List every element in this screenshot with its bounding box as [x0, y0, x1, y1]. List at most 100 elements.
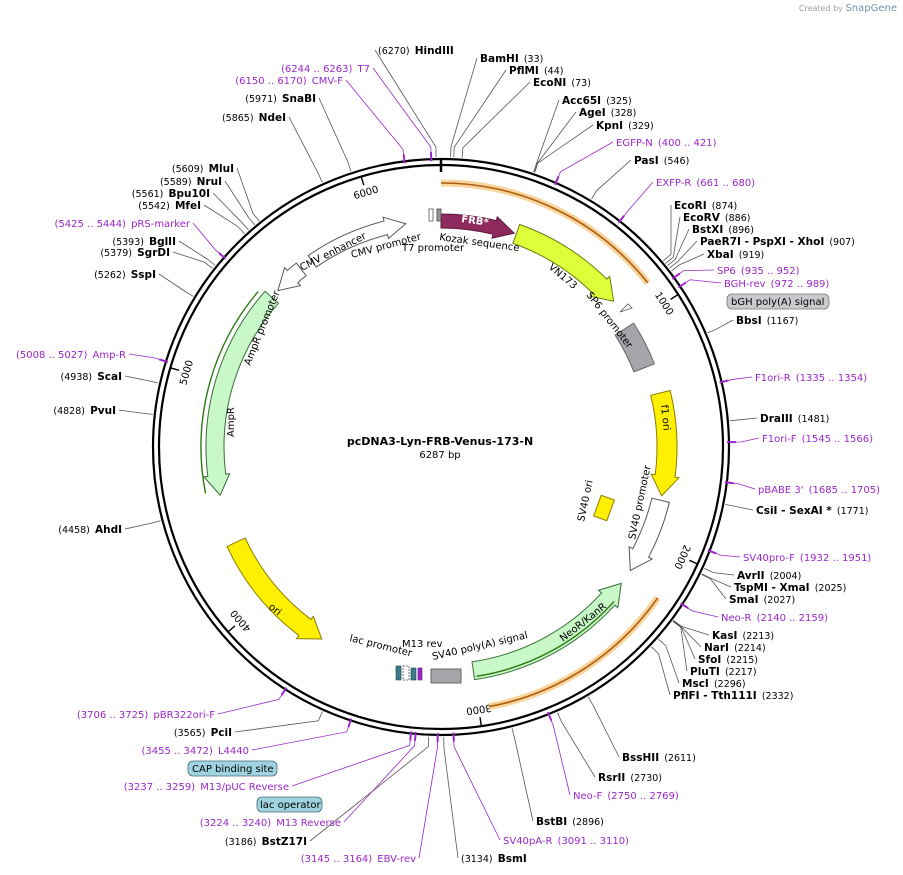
sv40-polya-block[interactable] [430, 668, 462, 684]
primer-label-6[interactable]: F1ori-R (1335 .. 1354) [755, 366, 867, 385]
primer-name: BGH-rev [724, 279, 766, 290]
enzyme-label-21[interactable]: SfoI (2215) [698, 648, 758, 667]
f1-ori-arrow[interactable] [650, 389, 681, 497]
primer-label-14[interactable]: (3224 .. 3240) M13 Reverse [200, 811, 341, 830]
enzyme-label-14[interactable]: DraIII (1481) [760, 407, 829, 426]
ampr-arrow[interactable] [202, 290, 280, 497]
t7-promoter-mark[interactable] [428, 208, 434, 222]
primer-label-11[interactable]: Neo-F (2750 .. 2769) [573, 784, 679, 803]
primer-name: T7 [357, 64, 370, 75]
ori-arrow[interactable] [226, 537, 323, 640]
enzyme-name: PflFI - Tth111I [673, 690, 757, 702]
enzyme-label-32[interactable]: (4828) PvuI [53, 399, 116, 418]
enzyme-label-28[interactable]: (3134) BsmI [461, 847, 527, 866]
enzyme-label-20[interactable]: NarI (2214) [704, 636, 766, 655]
primer-label-12[interactable]: SV40pA-R (3091 .. 3110) [503, 829, 629, 848]
primer-label-1[interactable]: (6150 .. 6170) CMV-F [235, 69, 343, 88]
enzyme-label-41[interactable]: (5865) NdeI [222, 106, 286, 125]
primer-label-2[interactable]: EGFP-N (400 .. 421) [616, 131, 717, 150]
enzyme-label-8[interactable]: EcoRI (874) [674, 194, 737, 213]
m13-rev-mark[interactable] [417, 667, 423, 681]
lac-operator-mark[interactable] [410, 667, 417, 681]
primer-label-8[interactable]: pBABE 3' (1685 .. 1705) [758, 478, 880, 497]
cap-site-mark[interactable] [395, 665, 402, 681]
primer-label-3[interactable]: EXFP-R (661 .. 680) [656, 171, 755, 190]
enzyme-position: (44) [544, 66, 564, 77]
enzyme-label-2[interactable]: PflMI (44) [509, 59, 563, 78]
enzyme-label-40[interactable]: (5609) MluI [172, 157, 234, 176]
primer-binding-mark-10 [680, 602, 689, 609]
frb-arrow[interactable] [440, 213, 516, 239]
lac-promoter-mark[interactable] [402, 665, 410, 681]
lac-operator-box[interactable]: lac operator [256, 796, 323, 813]
bgh-polya-block[interactable] [614, 322, 656, 373]
enzyme-label-15[interactable]: CsiI - SexAI * (1771) [756, 499, 868, 518]
enzyme-label-26[interactable]: RsrII (2730) [598, 766, 662, 785]
enzyme-label-31[interactable]: (4458) AhdI [58, 518, 122, 537]
primer-label-19[interactable]: (5425 .. 5444) pRS-marker [55, 212, 191, 231]
enzyme-label-27[interactable]: BstBI (2896) [536, 810, 604, 829]
enzyme-name: AgeI [579, 107, 606, 119]
enzyme-position: (2214) [734, 643, 766, 654]
kozak-mark[interactable] [436, 208, 442, 222]
sv40-ori-block[interactable] [593, 494, 615, 522]
primer-leader-14 [343, 735, 416, 823]
enzyme-label-24[interactable]: PflFI - Tth111I (2332) [673, 684, 793, 703]
enzyme-label-37[interactable]: (5542) MfeI [138, 194, 201, 213]
enzyme-label-11[interactable]: PaeR7I - PspXI - XhoI (907) [700, 230, 855, 249]
primer-label-16[interactable]: (3455 .. 3472) L4440 [141, 739, 249, 758]
primer-binding-mark-5 [677, 281, 687, 289]
enzyme-label-7[interactable]: PasI (546) [634, 149, 689, 168]
neor-arrow[interactable] [471, 582, 622, 681]
enzyme-label-22[interactable]: PluTI (2217) [690, 660, 757, 679]
enzyme-label-3[interactable]: EcoNI (73) [533, 71, 591, 90]
bgh-box[interactable]: bGH poly(A) signal [726, 293, 830, 310]
enzyme-name: NarI [704, 642, 729, 654]
cap-box[interactable]: CAP binding site [187, 760, 278, 777]
enzyme-label-34[interactable]: (5262) SspI [94, 263, 156, 282]
enzyme-label-1[interactable]: BamHI (33) [480, 47, 543, 66]
primer-label-9[interactable]: SV40pro-F (1932 .. 1951) [743, 546, 871, 565]
enzyme-name: PflMI [509, 65, 539, 77]
primer-label-0[interactable]: (6244 .. 6263) T7 [281, 57, 370, 76]
ampr-promoter-arrow[interactable] [277, 262, 307, 292]
enzyme-label-39[interactable]: (5589) NruI [160, 170, 222, 189]
primer-label-13[interactable]: (3145 .. 3164) EBV-rev [301, 847, 416, 866]
primer-label-15[interactable]: (3237 .. 3259) M13/pUC Reverse [124, 775, 289, 794]
enzyme-label-38[interactable]: (5561) Bpu10I [132, 182, 210, 201]
enzyme-label-0[interactable]: (6270) HindIII [378, 39, 454, 58]
enzyme-label-18[interactable]: SmaI (2027) [729, 588, 795, 607]
enzyme-label-35[interactable]: (5379) SgrDI [100, 241, 170, 260]
primer-label-10[interactable]: Neo-R (2140 .. 2159) [721, 606, 828, 625]
cmv-enhancer-arrow[interactable] [307, 216, 407, 268]
sp6-promoter-mark[interactable] [619, 303, 633, 313]
enzyme-label-19[interactable]: KasI (2213) [712, 624, 774, 643]
enzyme-label-17[interactable]: TspMI - XmaI (2025) [734, 576, 846, 595]
primer-label-5[interactable]: BGH-rev (972 .. 989) [724, 272, 829, 291]
primer-label-17[interactable]: (3706 .. 3725) pBR322ori-F [77, 703, 215, 722]
primer-label-7[interactable]: F1ori-F (1545 .. 1566) [762, 427, 873, 446]
enzyme-label-25[interactable]: BssHII (2611) [622, 746, 696, 765]
enzyme-leader-3 [461, 81, 531, 158]
enzyme-label-29[interactable]: (3186) BstZ17I [225, 830, 307, 849]
sv40-promoter-arrow[interactable] [628, 497, 670, 572]
enzyme-label-42[interactable]: (5971) SnaBI [245, 87, 316, 106]
enzyme-label-9[interactable]: EcoRV (886) [683, 206, 750, 225]
enzyme-name: BstXI [692, 224, 723, 236]
enzyme-label-5[interactable]: AgeI (328) [579, 101, 636, 120]
enzyme-label-33[interactable]: (4938) ScaI [61, 365, 122, 384]
enzyme-label-23[interactable]: MscI (2296) [682, 672, 746, 691]
enzyme-label-16[interactable]: AvrII (2004) [737, 564, 801, 583]
enzyme-label-36[interactable]: (5393) BglII [112, 230, 176, 249]
enzyme-leader-17 [701, 573, 732, 588]
enzyme-label-30[interactable]: (3565) PciI [174, 721, 232, 740]
primer-label-18[interactable]: (5008 .. 5027) Amp-R [16, 343, 126, 362]
primer-label-4[interactable]: SP6 (935 .. 952) [717, 259, 800, 278]
enzyme-label-10[interactable]: BstXI (896) [692, 218, 754, 237]
enzyme-label-4[interactable]: Acc65I (325) [562, 89, 632, 108]
enzyme-label-12[interactable]: XbaI (919) [707, 243, 764, 262]
enzyme-label-6[interactable]: KpnI (329) [596, 114, 654, 133]
neor-line [476, 600, 615, 677]
enzyme-label-13[interactable]: BbsI (1167) [736, 309, 798, 328]
vn173-arrow[interactable] [512, 223, 615, 302]
